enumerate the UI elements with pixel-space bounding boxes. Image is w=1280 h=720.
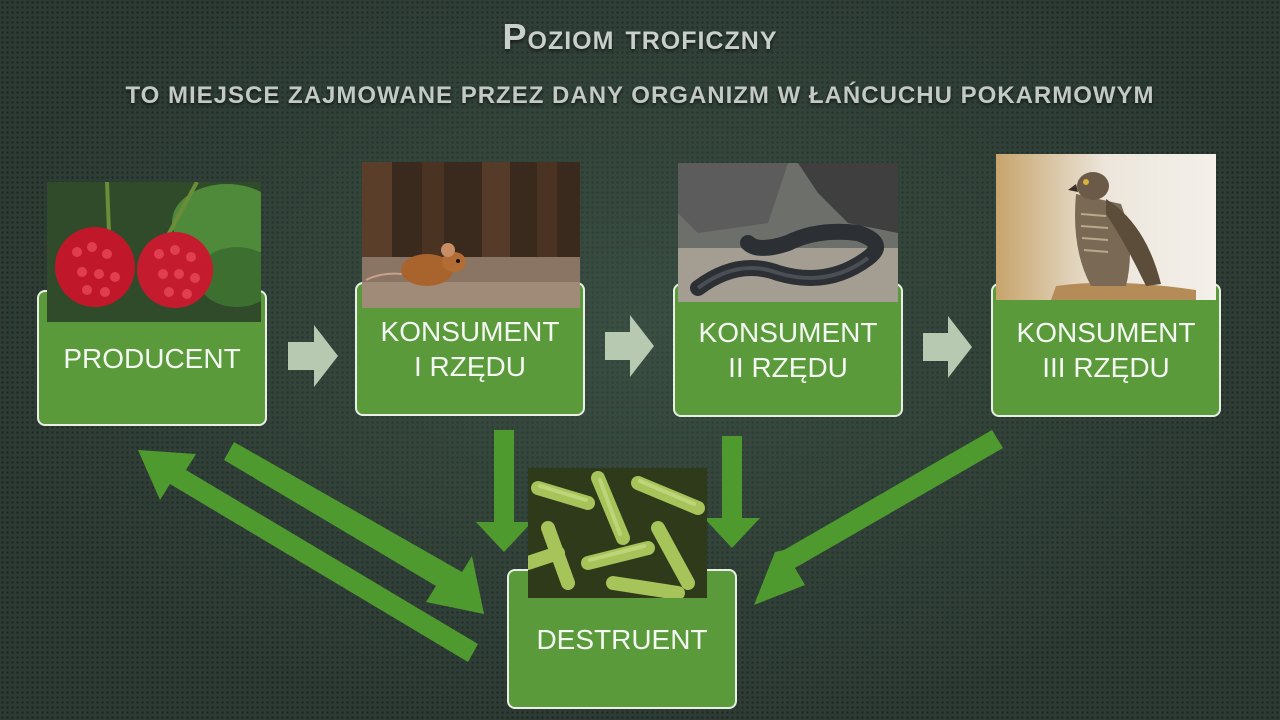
consumer2-label: KONSUMENT II RZĘDU	[698, 317, 878, 383]
snake-image	[678, 163, 898, 302]
producer-label: PRODUCENT	[63, 342, 241, 374]
arrow-producer-to-consumer1	[288, 325, 338, 387]
decomposer-label: DESTRUENT	[536, 623, 708, 655]
arrow-producer-to-decomposer	[224, 442, 484, 614]
arrow-consumer1-to-consumer2	[605, 315, 654, 377]
consumer2-box: KONSUMENT II RZĘDU	[673, 283, 903, 417]
arrow-consumer3-to-decomposer	[754, 430, 1003, 605]
slide-subtitle: TO MIEJSCE ZAJMOWANE PRZEZ DANY ORGANIZM…	[125, 82, 1155, 109]
mouse-image	[362, 162, 580, 308]
arrow-consumer2-to-consumer3	[923, 316, 972, 378]
arrow-consumer2-to-decomposer	[704, 436, 760, 548]
hawk-image	[996, 154, 1216, 300]
arrow-consumer1-to-decomposer	[476, 430, 532, 552]
arrow-decomposer-to-producer	[138, 450, 478, 662]
consumer3-label: KONSUMENT III RZĘDU	[1016, 317, 1196, 383]
raspberries-image	[47, 182, 261, 322]
consumer3-box: KONSUMENT III RZĘDU	[991, 283, 1221, 417]
consumer1-label: KONSUMENT I RZĘDU	[380, 316, 560, 382]
slide-title: Poziom troficzny	[502, 16, 778, 57]
bacteria-image	[528, 468, 707, 598]
